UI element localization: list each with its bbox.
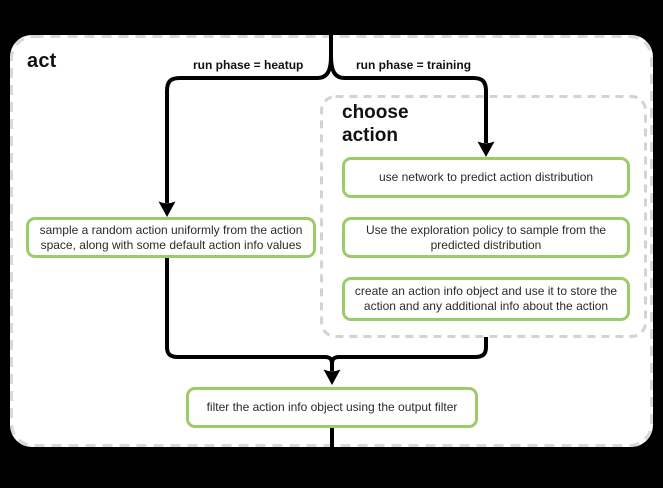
node-exploration-policy-sample: Use the exploration policy to sample fro…	[342, 217, 630, 258]
node-sample-random-action: sample a random action uniformly from th…	[26, 217, 316, 258]
node-predict-action-distribution: use network to predict action distributi…	[342, 157, 630, 198]
branch-label-training: run phase = training	[356, 58, 472, 72]
choose-action-group-title: choose action	[342, 102, 409, 146]
node-output-filter: filter the action info object using the …	[186, 387, 478, 428]
branch-label-heatup: run phase = heatup	[193, 58, 304, 72]
node-create-action-info: create an action info object and use it …	[342, 277, 630, 321]
act-panel-title: act	[27, 50, 57, 72]
